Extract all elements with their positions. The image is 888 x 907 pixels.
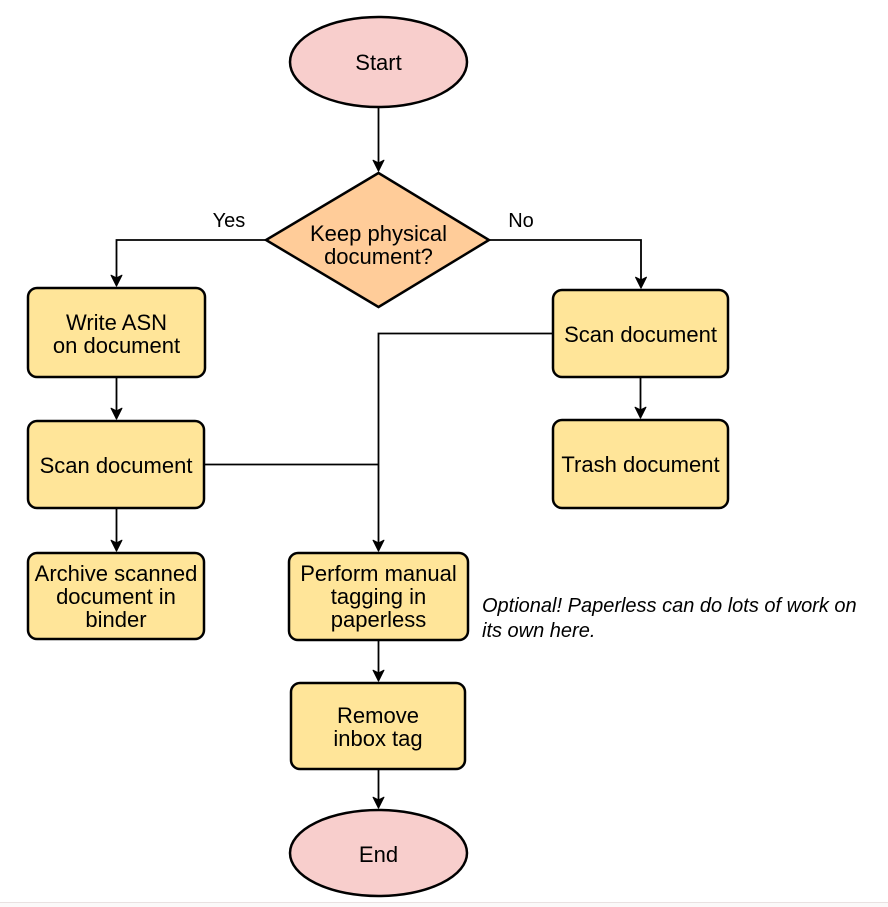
write-asn-label-line2: on document bbox=[53, 333, 180, 358]
start-node-label: Start bbox=[355, 50, 401, 75]
process-node-scan-document-left bbox=[26, 419, 206, 510]
bottom-margin-strip bbox=[0, 903, 888, 907]
tagging-label-line1: Perform manual bbox=[300, 561, 457, 586]
archive-label-line3: binder bbox=[85, 607, 146, 632]
annotation-optional-line2: its own here. bbox=[482, 620, 595, 642]
decision-node-label-line2: document? bbox=[324, 244, 433, 269]
edge-decision-yes-to-write-asn bbox=[110, 239, 266, 287]
annotation-optional-line1: Optional! Paperless can do lots of work … bbox=[482, 595, 857, 617]
decision-node-label-line1: Keep physical bbox=[310, 221, 447, 246]
bottom-divider bbox=[0, 902, 888, 903]
archive-label-line2: document in bbox=[56, 584, 176, 609]
edge-scan-right-to-tagging bbox=[372, 332, 553, 552]
remove-inbox-label-line2: inbox tag bbox=[333, 726, 422, 751]
edge-decision-no-to-scan-right bbox=[489, 239, 647, 289]
write-asn-label-line1: Write ASN bbox=[66, 310, 167, 335]
process-node-write-asn bbox=[26, 286, 207, 379]
process-node-archive-in-binder bbox=[26, 551, 206, 641]
edge-label-yes: Yes bbox=[213, 210, 246, 232]
remove-inbox-label-line1: Remove bbox=[337, 703, 419, 728]
start-node bbox=[288, 15, 469, 109]
archive-label-line1: Archive scanned bbox=[35, 561, 198, 586]
decision-node-keep-physical-document bbox=[263, 171, 492, 309]
process-node-trash-document bbox=[551, 418, 730, 510]
scan-document-right-label: Scan document bbox=[564, 322, 717, 347]
end-node bbox=[288, 808, 469, 898]
process-node-manual-tagging bbox=[287, 551, 470, 642]
scan-document-left-label: Scan document bbox=[40, 453, 193, 478]
process-node-remove-inbox-tag bbox=[289, 681, 467, 771]
process-node-scan-document-right bbox=[551, 288, 730, 379]
end-node-label: End bbox=[359, 842, 398, 867]
trash-document-label: Trash document bbox=[561, 452, 719, 477]
tagging-label-line3: paperless bbox=[331, 607, 426, 632]
tagging-label-line2: tagging in bbox=[331, 584, 426, 609]
edge-label-no: No bbox=[508, 210, 534, 232]
